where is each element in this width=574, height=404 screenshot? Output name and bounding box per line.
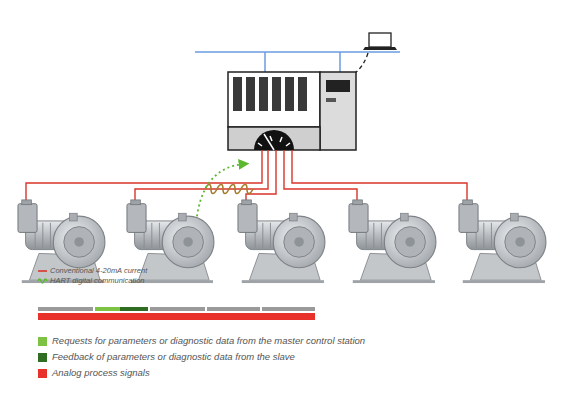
legend-swatch <box>38 369 47 378</box>
mux-contact <box>280 137 282 142</box>
mux-switch <box>264 134 274 150</box>
current-loop <box>135 150 268 208</box>
controller-cpu <box>320 72 356 150</box>
legend-squiggle-sample <box>38 279 47 283</box>
bar-segment <box>262 307 315 311</box>
pump <box>238 200 325 283</box>
bar-analog <box>38 313 315 320</box>
hart-signal <box>205 185 253 194</box>
legend-text: Requests for parameters or diagnostic da… <box>52 335 365 348</box>
hart-exchange-arrow <box>196 164 244 226</box>
io-module <box>298 77 307 111</box>
network-line <box>195 51 400 53</box>
current-loop <box>246 150 276 208</box>
bar-segment <box>150 307 205 311</box>
current-loop <box>292 150 467 208</box>
bar-segment-feedback <box>120 307 148 311</box>
io-rack <box>228 72 320 127</box>
mux-contact <box>286 143 290 146</box>
pump <box>459 200 546 283</box>
cpu-display <box>326 80 350 92</box>
multiplexer <box>228 127 320 150</box>
io-module <box>285 77 294 111</box>
laptop-base <box>363 47 397 50</box>
io-module <box>259 77 268 111</box>
legend-text: Analog process signals <box>52 367 150 380</box>
bar-segment <box>207 307 260 311</box>
bar-segment <box>38 307 93 311</box>
network-drop <box>339 52 341 72</box>
io-module <box>233 77 242 111</box>
pump <box>349 200 436 283</box>
current-loop <box>26 150 262 208</box>
io-module <box>246 77 255 111</box>
mux-contact <box>258 143 262 146</box>
cpu-led <box>326 98 336 102</box>
legend-text: Conventional 4-20mA current <box>50 266 147 277</box>
legend-text: Feedback of parameters or diagnostic dat… <box>52 351 295 364</box>
legend-line-sample <box>38 270 47 272</box>
laptop-screen <box>369 33 391 47</box>
mux-contact <box>270 136 272 141</box>
current-loops <box>26 150 467 208</box>
legend-text: HART digital communication <box>50 276 144 287</box>
legend-swatch <box>38 353 47 362</box>
bar-segment-request <box>95 307 120 311</box>
io-module <box>272 77 281 111</box>
current-loop <box>284 150 357 208</box>
mux-selector <box>254 130 294 150</box>
network-drop <box>264 52 266 72</box>
legend-swatch <box>38 337 47 346</box>
